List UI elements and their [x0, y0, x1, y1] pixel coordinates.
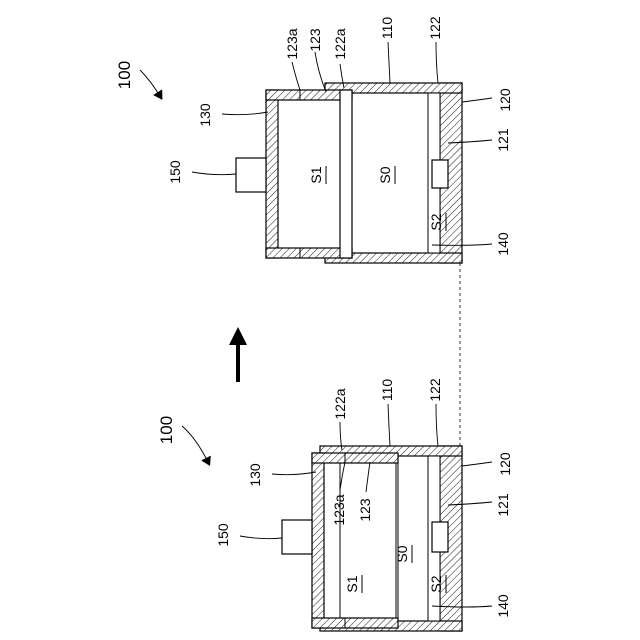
knob-150	[236, 158, 266, 192]
label-140: 140	[495, 232, 511, 256]
up-arrow	[229, 327, 247, 382]
leader-123	[315, 52, 326, 92]
ref-100-top-arrow	[140, 70, 160, 96]
leader-110	[388, 42, 390, 83]
leader-123a	[292, 62, 300, 90]
label-123a: 123a	[284, 28, 300, 59]
label-130-bottom: 130	[247, 463, 263, 487]
leader-150-bottom	[240, 536, 282, 539]
label-150-bottom: 150	[215, 523, 231, 547]
label-150: 150	[167, 160, 183, 184]
ref-100-bottom-arrow	[182, 426, 208, 462]
leader-120	[462, 98, 492, 102]
label-122a: 122a	[332, 28, 348, 59]
region-s1-label: S1	[308, 166, 324, 183]
region-s1-label-bottom: S1	[344, 575, 360, 592]
region-s2-label-bottom: S2	[428, 575, 444, 592]
label-130: 130	[197, 103, 213, 127]
label-121-bottom: 121	[495, 493, 511, 517]
label-122: 122	[427, 16, 443, 40]
label-110-bottom: 110	[379, 379, 395, 402]
leader-110-bottom	[388, 404, 390, 446]
label-123-bottom: 123	[357, 498, 373, 522]
leader-120-bottom	[462, 462, 492, 466]
ref-100-top: 100	[115, 61, 134, 89]
region-s0-label-bottom: S0	[394, 545, 410, 562]
leader-130	[222, 112, 268, 115]
label-120-bottom: 120	[497, 452, 513, 476]
top-assembly: S1 S0 S2 123a 123 122a 110 122 120 121 1…	[115, 16, 513, 263]
knob-150-bottom	[282, 520, 312, 554]
label-123: 123	[307, 28, 323, 52]
label-120: 120	[497, 88, 513, 112]
label-122a-bottom: 122a	[332, 388, 348, 419]
label-110: 110	[379, 17, 395, 40]
leader-122	[436, 42, 438, 83]
container-120-bottom	[320, 446, 462, 631]
bottom-assembly: S1 S0 S2 122a 110 122 120 121 140 130 15…	[157, 378, 513, 631]
label-121: 121	[495, 128, 511, 152]
region-s0-label: S0	[377, 166, 393, 183]
label-140-bottom: 140	[495, 594, 511, 618]
leader-130-bottom	[272, 472, 316, 475]
ref-100-bottom: 100	[157, 416, 176, 444]
leader-122-bottom	[436, 404, 438, 446]
region-s2-label: S2	[428, 213, 444, 230]
label-123a-bottom: 123a	[331, 494, 347, 525]
leader-150	[192, 172, 236, 175]
label-122-bottom: 122	[427, 378, 443, 402]
